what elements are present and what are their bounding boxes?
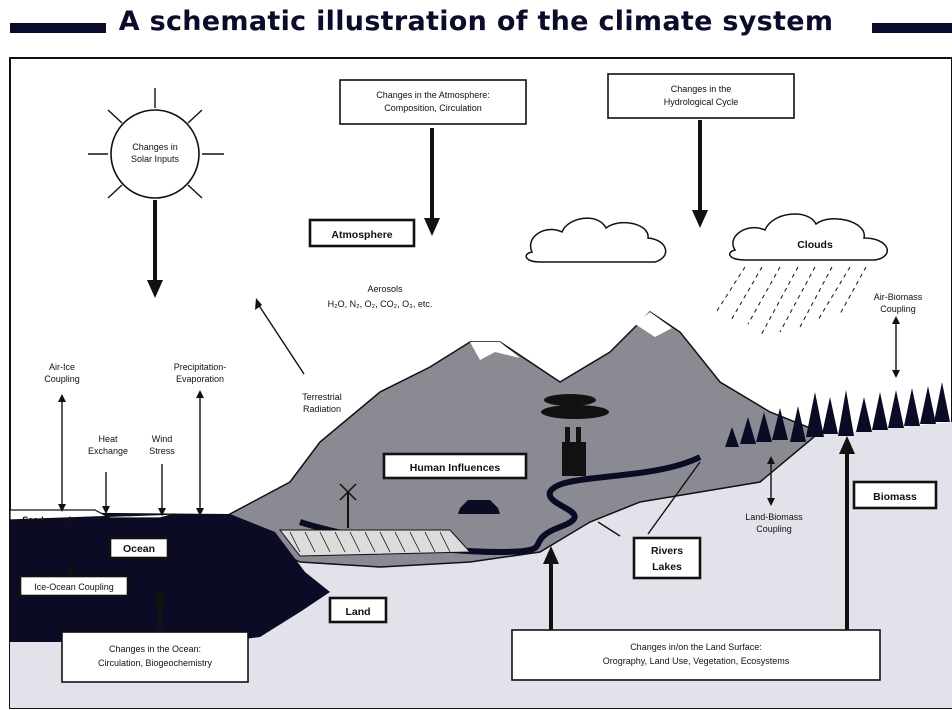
atmosphere-label: Atmosphere: [331, 229, 392, 241]
ocean-box: [108, 536, 170, 560]
land-box: [328, 596, 388, 624]
climate-diagram: Changes in Solar Inputs: [9, 57, 952, 709]
land-biomass-line-1: Land-Biomass: [745, 512, 803, 522]
ocean-changes-line-2: Circulation, Biogeochemistry: [98, 658, 213, 668]
land-label: Land: [345, 606, 370, 618]
forest: [725, 382, 950, 447]
sun-icon: [88, 88, 224, 199]
human-influences-box: [382, 452, 528, 480]
precip-line-1: Precipitation-: [174, 362, 227, 372]
solar-label-1: Changes in: [132, 142, 178, 152]
biomass-label: Biomass: [873, 491, 917, 503]
rivers-label: Rivers: [651, 545, 683, 557]
atmosphere-changes-box: [339, 79, 527, 125]
title-rule-left: [10, 23, 106, 33]
atmosphere-box: [308, 218, 416, 248]
ocean-area: [10, 512, 330, 642]
ocean-changes-line-1: Changes in the Ocean:: [109, 644, 201, 654]
wind-line-2: Stress: [149, 446, 175, 456]
human-influences-label: Human Influences: [410, 462, 501, 474]
biomass-box: [852, 480, 938, 510]
solar-label-2: Solar Inputs: [131, 154, 180, 164]
ice-ocean-box: [18, 574, 130, 598]
title-rule-right: [872, 23, 952, 33]
air-ice-line-2: Coupling: [44, 374, 80, 384]
air-biomass-line-1: Air-Biomass: [874, 292, 923, 302]
land-changes-line-1: Changes in/on the Land Surface:: [630, 642, 762, 652]
cloud-right: [728, 213, 888, 261]
sea-ice-label: Sea-Ice: [22, 515, 54, 525]
windmill: [339, 483, 357, 528]
aerosols-label: Aerosols: [367, 284, 403, 294]
atmos-changes-line-2: Composition, Circulation: [384, 103, 482, 113]
air-ice-line-1: Air-Ice: [49, 362, 75, 372]
snow-cap-left: [470, 342, 520, 360]
factory: [541, 394, 609, 476]
thin-arrowheads: [58, 298, 900, 576]
mountains: [213, 311, 822, 568]
land-biomass-line-2: Coupling: [756, 524, 792, 534]
sea-ice-shape: [9, 509, 176, 521]
wind-line-1: Wind: [152, 434, 173, 444]
land-changes-line-2: Orography, Land Use, Vegetation, Ecosyst…: [603, 656, 790, 666]
rain: [714, 266, 867, 338]
thin-arrows: [61, 303, 897, 570]
air-biomass-line-2: Coupling: [880, 304, 916, 314]
atmos-changes-line-1: Changes in the Atmosphere:: [376, 90, 490, 100]
precip-line-2: Evaporation: [176, 374, 224, 384]
ice-ocean-label: Ice-Ocean Coupling: [34, 582, 114, 592]
gases-label: H₂O, N₂, O₂, CO₂, O₃, etc.: [328, 299, 433, 309]
terrestrial-line-2: Radiation: [303, 404, 341, 414]
snow-cap-right: [635, 312, 672, 337]
page-title: A schematic illustration of the climate …: [118, 6, 834, 37]
clouds-label: Clouds: [797, 239, 833, 251]
field-hatching: [289, 531, 451, 553]
hydro-changes-line-2: Hydrological Cycle: [664, 97, 739, 107]
title-bar: A schematic illustration of the climate …: [0, 0, 952, 52]
fields: [278, 529, 472, 557]
hydro-changes-box: [607, 73, 795, 119]
ocean-label: Ocean: [123, 543, 155, 555]
hydro-changes-line-1: Changes in the: [671, 84, 732, 94]
land-changes-box: [511, 629, 881, 681]
heat-line-1: Heat: [98, 434, 118, 444]
thick-arrowheads: [147, 210, 855, 604]
rivers-lakes-box: [632, 536, 702, 580]
car: [458, 500, 500, 514]
heat-line-2: Exchange: [88, 446, 128, 456]
cloud-left: [525, 217, 667, 263]
lakes-label: Lakes: [652, 561, 682, 573]
terrestrial-line-1: Terrestrial: [302, 392, 342, 402]
ocean-changes-box: [61, 631, 249, 683]
